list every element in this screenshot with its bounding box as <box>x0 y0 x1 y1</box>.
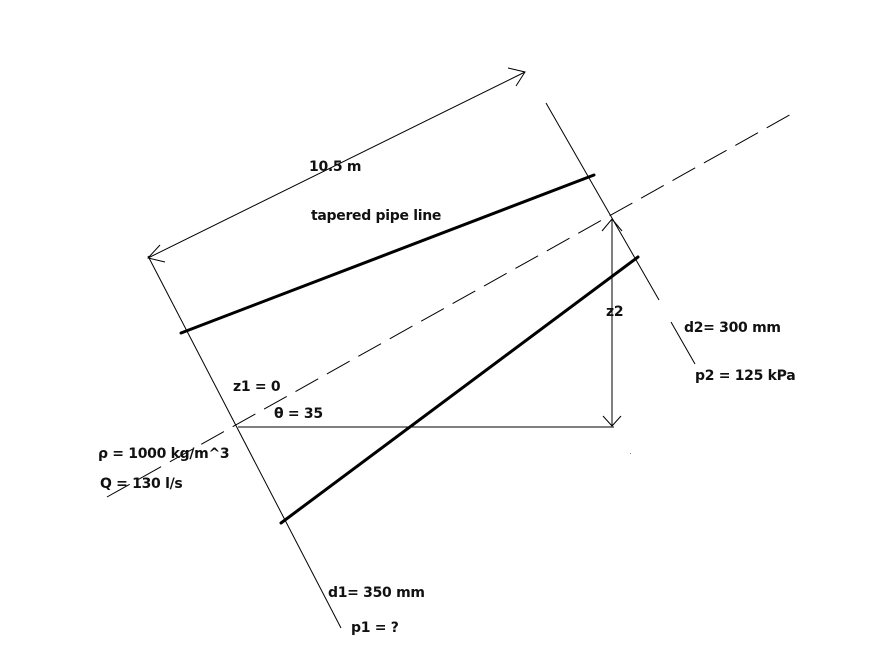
pipe-upper-wall <box>179 173 596 335</box>
z1-label: z1 = 0 <box>233 379 281 395</box>
pipe-centerline <box>106 111 796 498</box>
p1-label: p1 = ? <box>351 620 399 636</box>
d1-label: d1= 350 mm <box>328 585 425 601</box>
length-label: 10.5 m <box>309 159 362 175</box>
diagram-title: tapered pipe line <box>311 208 442 224</box>
arrowhead-right <box>507 67 526 87</box>
left-section-line <box>147 255 342 629</box>
z2-arrowhead-top <box>601 218 623 232</box>
arrowhead-left <box>147 244 166 263</box>
right-section-line-lower <box>670 321 696 365</box>
theta-label: θ = 35 <box>274 406 323 422</box>
p2-label: p2 = 125 kPa <box>695 368 796 384</box>
pipe-lower-wall <box>279 255 640 525</box>
density-label: ρ = 1000 kg/m^3 <box>98 446 230 462</box>
right-section-line-upper <box>545 102 660 301</box>
z2-label: z2 <box>606 304 624 320</box>
stray-dot <box>630 453 631 454</box>
flow-rate-label: Q = 130 l/s <box>100 476 183 492</box>
d2-label: d2= 300 mm <box>684 320 781 336</box>
length-dimension-line <box>147 71 526 259</box>
z2-arrowhead-bottom <box>602 415 622 427</box>
